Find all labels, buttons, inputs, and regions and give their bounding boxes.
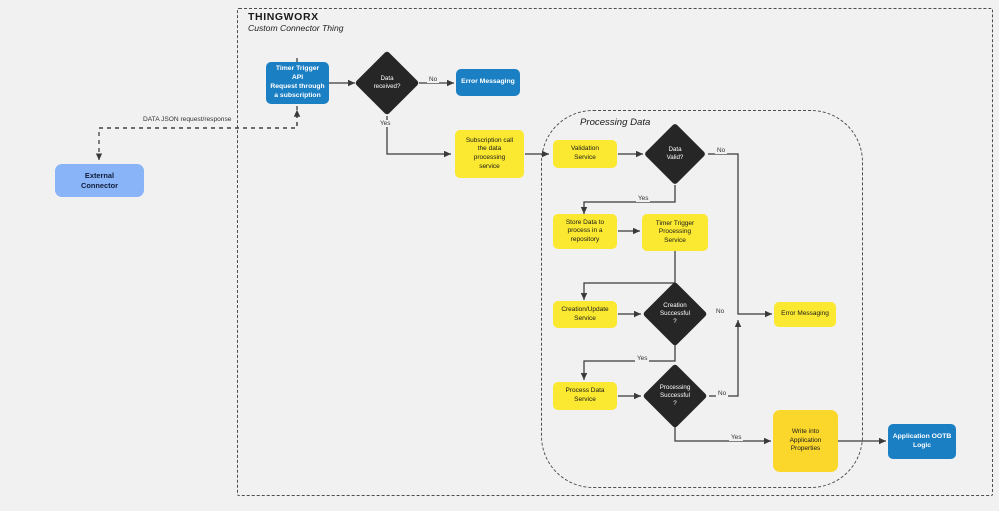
node-timer-trigger-processing[interactable]: Timer Trigger Processing Service (642, 214, 708, 251)
node-process-data-service[interactable]: Process Data Service (553, 382, 617, 410)
thingworx-container (237, 8, 993, 496)
node-validation-service[interactable]: Validation Service (553, 140, 617, 168)
node-subscription-call[interactable]: Subscription call the data processing se… (455, 130, 524, 178)
edge-label-creation-no: No (714, 308, 727, 315)
node-processing-successful[interactable]: Processing Successful ? (642, 363, 708, 429)
thingworx-title: THINGWORX (248, 11, 319, 23)
node-creation-successful[interactable]: Creation Successful ? (642, 281, 708, 347)
node-creation-update-service[interactable]: Creation/Update Service (553, 301, 617, 328)
edge-label-processing-no: No (716, 390, 729, 397)
node-external-connector[interactable]: External Connector (55, 164, 144, 197)
processing-data-container (541, 110, 863, 488)
processing-data-title: Processing Data (580, 117, 651, 128)
node-error-messaging-top[interactable]: Error Messaging (456, 69, 520, 96)
node-store-data[interactable]: Store Data to process in a repository (553, 214, 617, 249)
edge-label-data-valid-yes: Yes (636, 195, 651, 202)
thingworx-subtitle: Custom Connector Thing (248, 23, 344, 33)
node-write-into-application-properties[interactable]: Write into Application Properties (773, 410, 838, 472)
edge-label-data-valid-no: No (715, 147, 728, 154)
node-application-ootb-logic[interactable]: Application OOTB Logic (888, 424, 956, 459)
node-data-received-label: Data received? (373, 74, 401, 90)
node-creation-successful-label: Creation Successful ? (660, 301, 690, 326)
edge-label-creation-yes: Yes (635, 355, 650, 362)
node-data-valid-label: Data Valid? (666, 145, 684, 161)
node-processing-successful-label: Processing Successful ? (659, 383, 691, 408)
edge-label-data-received-no: No (427, 76, 440, 83)
edge-label-data-json: DATA JSON request/response (141, 116, 234, 123)
edge-label-processing-yes: Yes (729, 434, 744, 441)
node-data-received[interactable]: Data received? (354, 50, 420, 116)
node-error-messaging-mid[interactable]: Error Messaging (774, 302, 836, 327)
node-timer-trigger-api[interactable]: Timer Trigger API Request through a subs… (266, 62, 329, 104)
edge-label-data-received-yes: Yes (378, 120, 393, 127)
node-data-valid[interactable]: Data Valid? (643, 122, 707, 186)
